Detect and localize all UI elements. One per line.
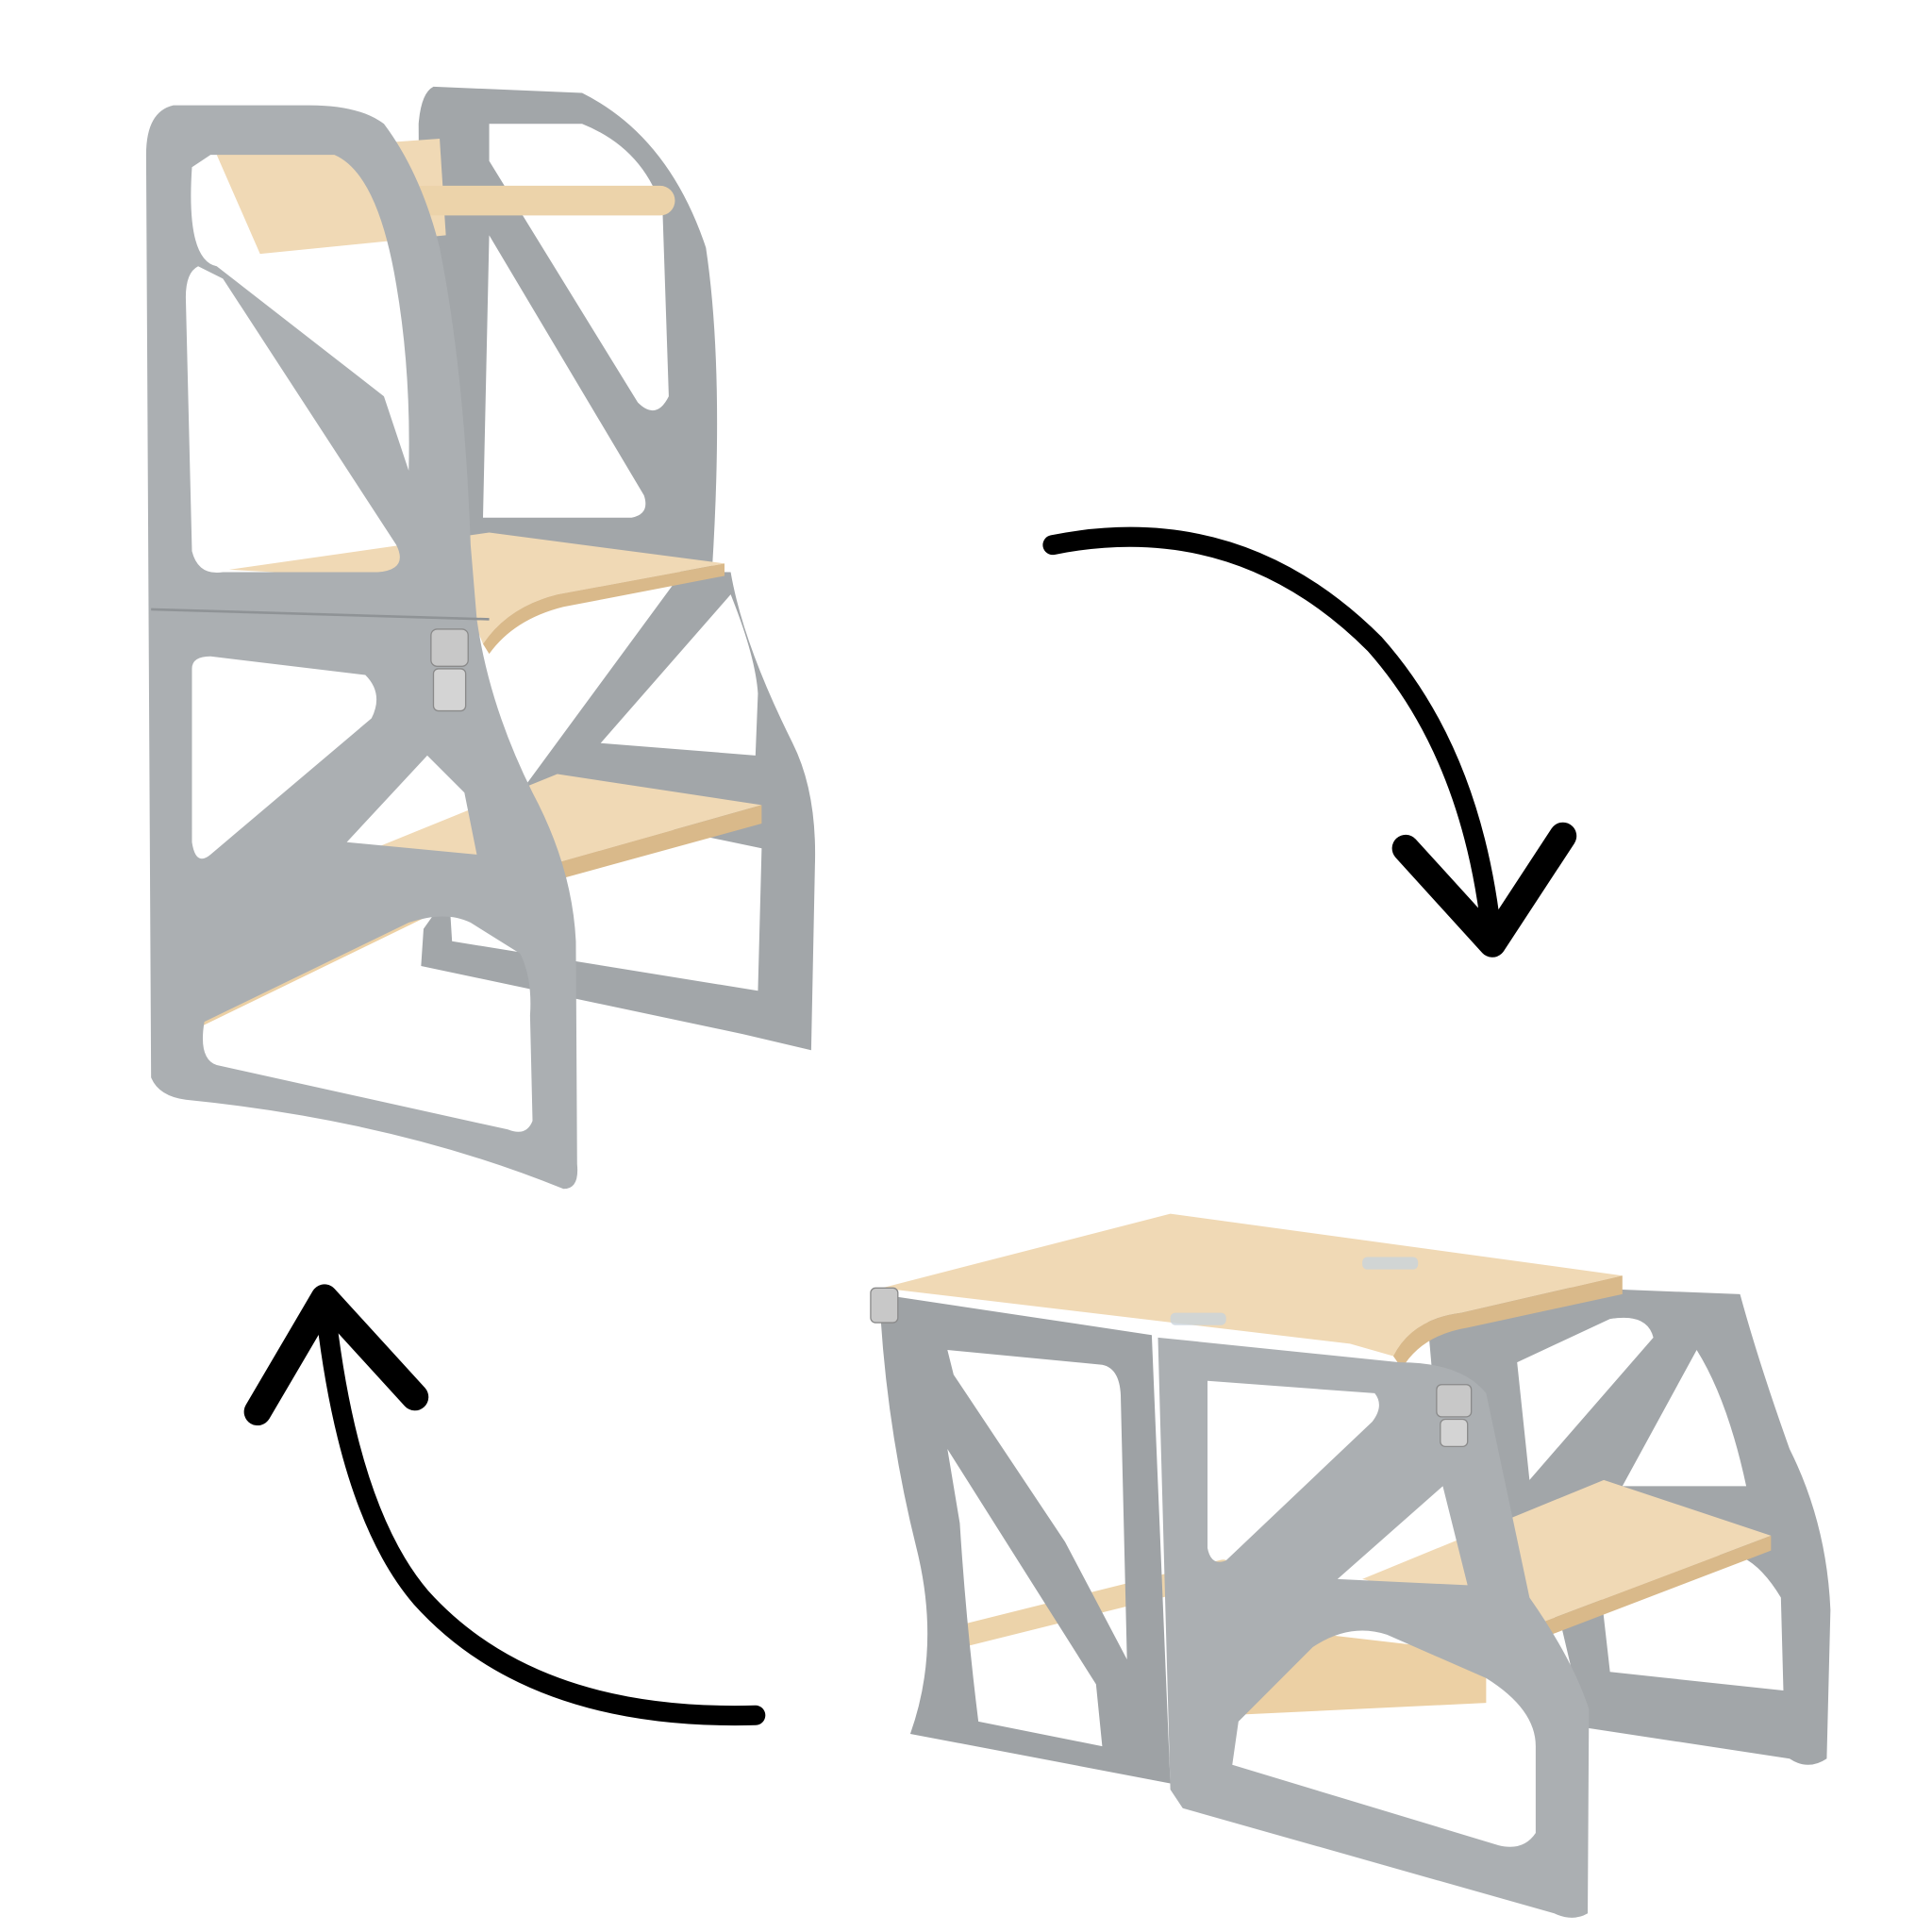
- table-latch-right: [1436, 1384, 1473, 1448]
- tower-lower-step: [358, 774, 762, 874]
- table-front-right-frame: [1158, 1337, 1590, 1918]
- table-latch-left: [870, 1287, 899, 1324]
- arrow-clockwise-down-icon: [1042, 526, 1577, 958]
- table-front-left-frame: [879, 1293, 1171, 1784]
- table-and-bench: [870, 1213, 1831, 1918]
- arrow-counterclockwise-up-icon: [243, 1284, 766, 1726]
- tower-handrail: [408, 185, 675, 216]
- tower-latch: [430, 628, 469, 712]
- table-top: [881, 1213, 1623, 1357]
- tower-platform: [228, 532, 724, 644]
- learning-tower: [145, 86, 816, 1190]
- tower-front-frame: [145, 105, 578, 1190]
